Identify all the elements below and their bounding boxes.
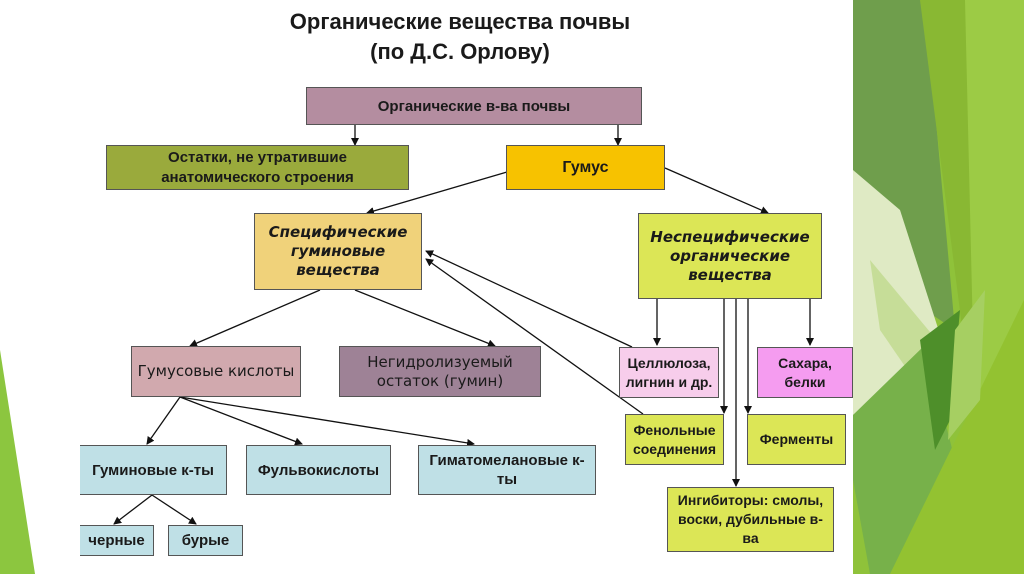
node-fulvic-acids: Фульвокислоты bbox=[246, 445, 391, 495]
node-hymatomelanic-acids: Гиматомелановые к-ты bbox=[418, 445, 596, 495]
node-organic-matter: Органические в-ва почвы bbox=[306, 87, 642, 125]
right-green-shape bbox=[948, 290, 985, 440]
node-humin: Негидролизуемый остаток (гумин) bbox=[339, 346, 541, 397]
node-sugars-proteins: Сахара, белки bbox=[757, 347, 853, 398]
node-cellulose-lignin: Целлюлоза, лигнин и др. bbox=[619, 347, 719, 398]
node-black: черные bbox=[80, 525, 154, 556]
right-green-shape bbox=[890, 300, 1024, 574]
node-undecomposed-remains: Остатки, не утратившие анатомического ст… bbox=[106, 145, 409, 190]
node-nonspecific-organic: Неспецифические органические вещества bbox=[638, 213, 822, 299]
node-humus-acids: Гумусовые кислоты bbox=[131, 346, 301, 397]
slide-subtitle: (по Д.С. Орлову) bbox=[370, 39, 550, 64]
left-green-accent bbox=[0, 350, 35, 574]
node-humic-acids: Гуминовые к-ты bbox=[80, 445, 227, 495]
node-brown: бурые bbox=[168, 525, 243, 556]
node-enzymes: Ферменты bbox=[747, 414, 846, 465]
node-specific-humic: Специфические гуминовые вещества bbox=[254, 213, 422, 290]
node-humus: Гумус bbox=[506, 145, 665, 190]
node-phenolic-compounds: Фенольные соединения bbox=[625, 414, 724, 465]
slide-title: Органические вещества почвы bbox=[289, 9, 631, 34]
node-inhibitors: Ингибиторы: смолы, воски, дубильные в-ва bbox=[667, 487, 834, 552]
